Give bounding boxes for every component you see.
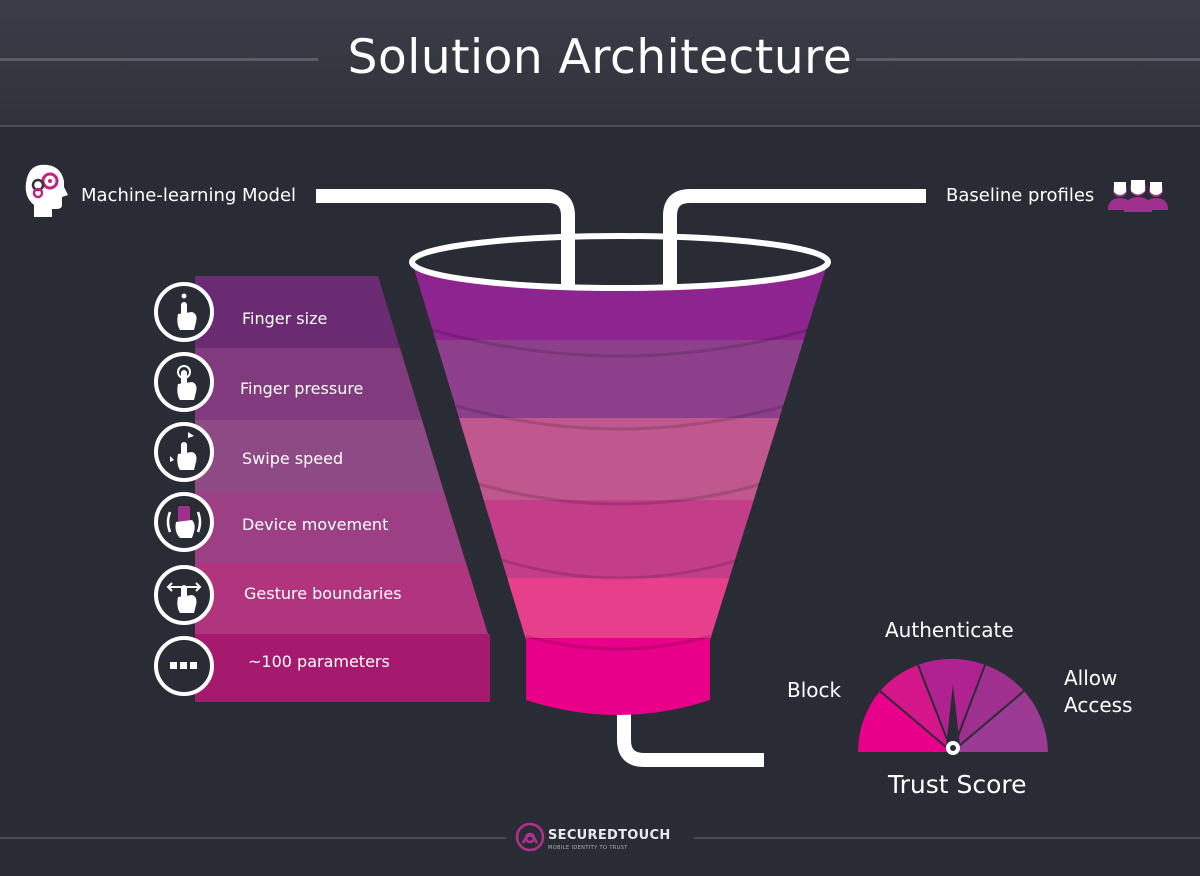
header-band [0,0,1200,127]
param-label-swipe-speed: Swipe speed [242,449,344,468]
gauge-caption: Trust Score [888,770,1027,799]
ellipsis-icon [154,636,214,696]
swipe-icon [154,422,214,482]
footer-rule-left [0,837,506,839]
param-label-gesture-boundaries: Gesture boundaries [244,584,402,603]
band-finger-pressure [195,348,422,420]
param-label-finger-size: Finger size [242,309,328,328]
param-label-finger-pressure: Finger pressure [240,379,364,398]
funnel-rim [409,233,831,291]
input-pipes [316,189,926,282]
finger-press-icon [154,352,214,412]
ml-model-label: Machine-learning Model [81,185,297,206]
band-finger-size [195,276,400,348]
user-group-icon [1106,178,1170,212]
gauge-label-access: Access [1064,693,1133,717]
ml-brain-icon [22,163,70,219]
pipe-entries [561,236,677,286]
band-parameters [195,634,490,702]
gauge-label-authenticate: Authenticate [885,618,1014,642]
trust-gauge [857,658,1048,755]
funnel-layer-curves [431,328,809,651]
band-swipe-speed [195,420,444,492]
parameter-bands [195,276,490,702]
band-device-movement [195,492,466,563]
band-gesture-boundaries [195,563,488,634]
param-label-device-movement: Device movement [242,515,389,534]
title-rule-left [0,58,318,61]
finger-tap-icon [154,282,214,342]
securedtouch-logo-icon [515,822,545,852]
param-label-parameters: ~100 parameters [248,652,390,671]
footer-rule-right [694,837,1200,839]
gauge-needle [946,684,960,746]
title-rule-right [856,58,1200,61]
brand-tagline: MOBILE IDENTITY TO TRUST [548,845,628,851]
gauge-label-block: Block [787,678,842,702]
device-shake-icon [154,492,214,552]
gesture-boundary-icon [154,565,214,625]
gauge-label-allow: Allow [1064,666,1118,690]
page-title: Solution Architecture [347,30,853,85]
baseline-profiles-label: Baseline profiles [946,185,1095,206]
output-pipe [617,705,764,767]
brand-name: SECUREDTOUCH [548,828,671,843]
